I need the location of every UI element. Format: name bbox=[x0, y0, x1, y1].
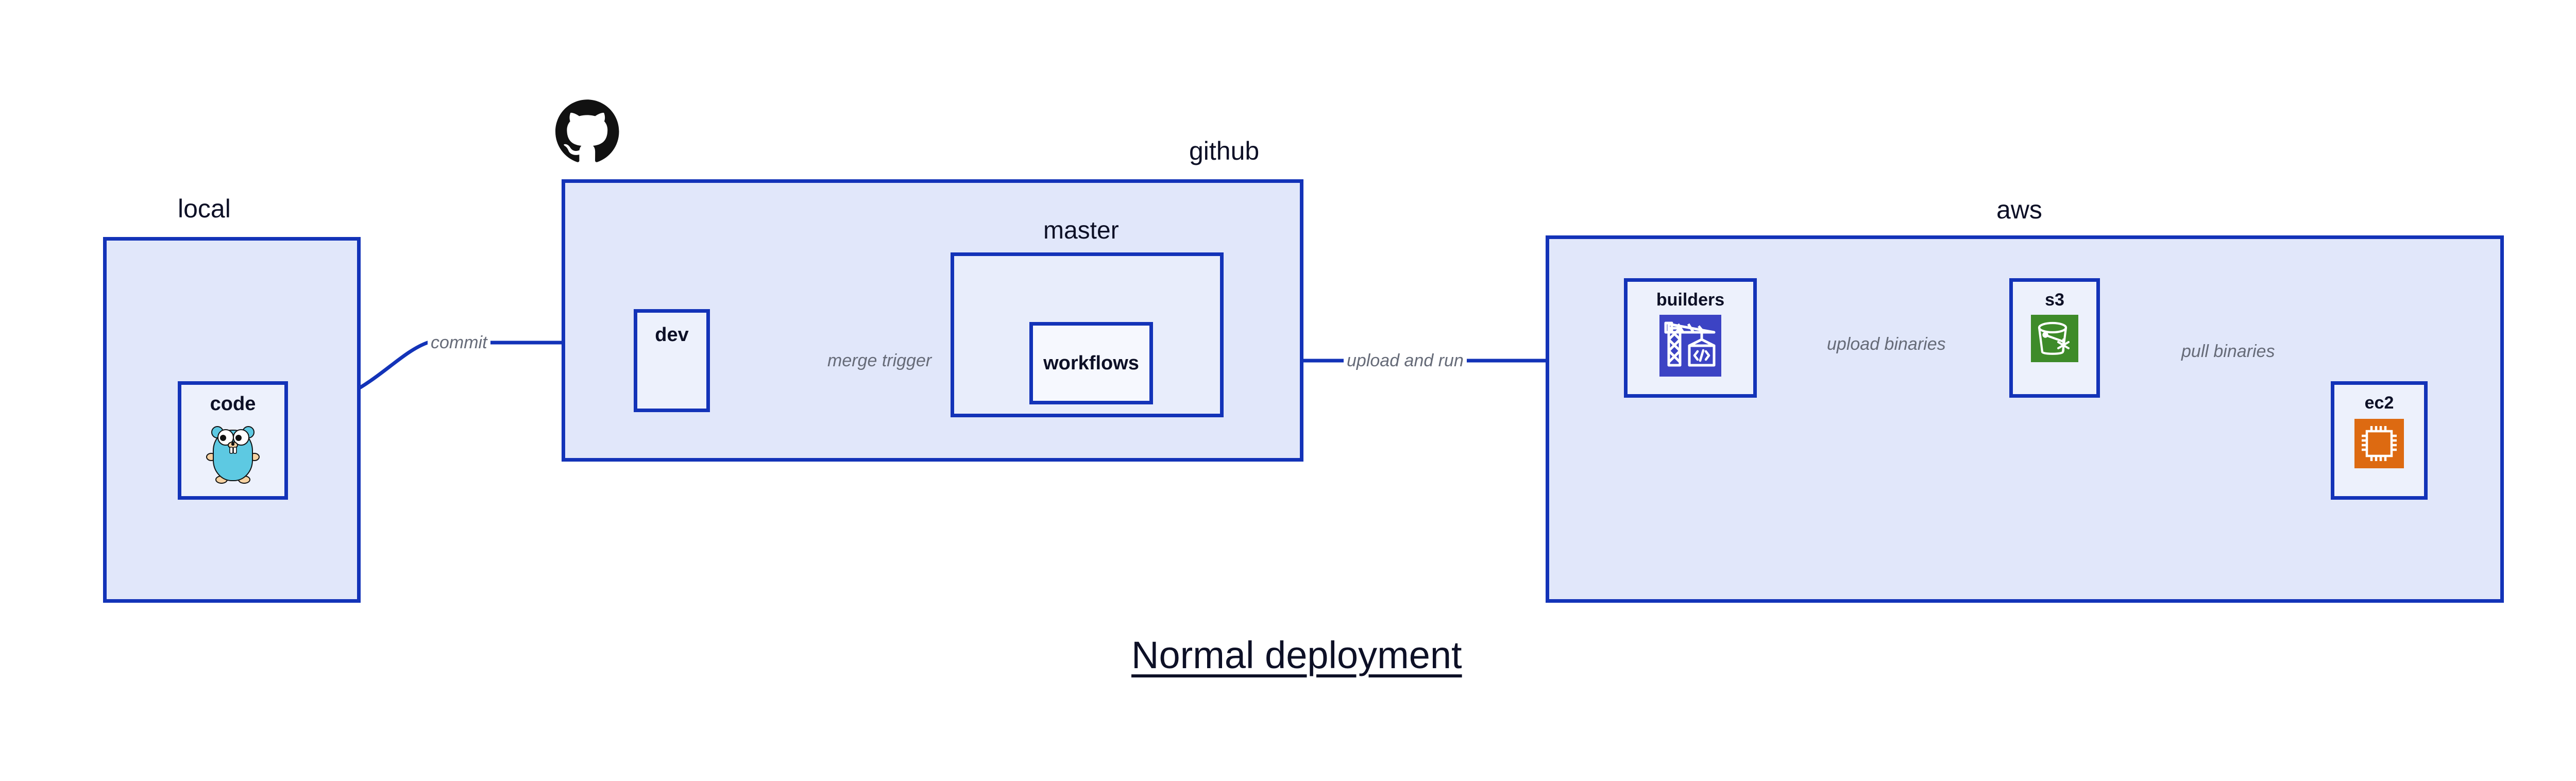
node-box-dev[interactable]: dev bbox=[634, 309, 710, 412]
aws-s3-bucket-icon bbox=[2031, 315, 2078, 365]
aws-ec2-chip-icon bbox=[2354, 419, 2404, 471]
edge-label-upload-binaries: upload binaries bbox=[1824, 335, 1949, 353]
node-box-ec2[interactable]: ec2 bbox=[2331, 381, 2428, 500]
edge-label-commit: commit bbox=[428, 334, 490, 351]
node-label-code: code bbox=[210, 393, 256, 415]
go-gopher-icon bbox=[206, 422, 260, 486]
group-label-github: github bbox=[1189, 137, 1260, 165]
figure-title: Normal deployment bbox=[1131, 634, 1462, 676]
aws-codebuild-crane-icon bbox=[1659, 315, 1721, 379]
edge-label-upload-and-run: upload and run bbox=[1344, 352, 1467, 369]
node-box-s3[interactable]: s3 bbox=[2009, 278, 2100, 398]
node-label-s3: s3 bbox=[2045, 290, 2064, 310]
node-box-code[interactable]: code bbox=[178, 381, 288, 500]
edge-label-pull-binaries: pull binaries bbox=[2178, 343, 2278, 360]
node-label-workflows: workflows bbox=[1043, 352, 1139, 374]
node-label-dev: dev bbox=[655, 324, 689, 346]
node-label-builders: builders bbox=[1656, 290, 1725, 310]
edge-label-merge-trigger: merge trigger bbox=[824, 352, 935, 369]
node-box-workflows[interactable]: workflows bbox=[1029, 322, 1153, 404]
github-octocat-icon bbox=[555, 99, 619, 163]
group-label-master: master bbox=[1043, 217, 1119, 244]
group-label-local: local bbox=[178, 194, 231, 223]
group-label-aws: aws bbox=[1996, 195, 2042, 224]
node-box-builders[interactable]: builders bbox=[1624, 278, 1757, 398]
node-label-ec2: ec2 bbox=[2364, 393, 2394, 413]
